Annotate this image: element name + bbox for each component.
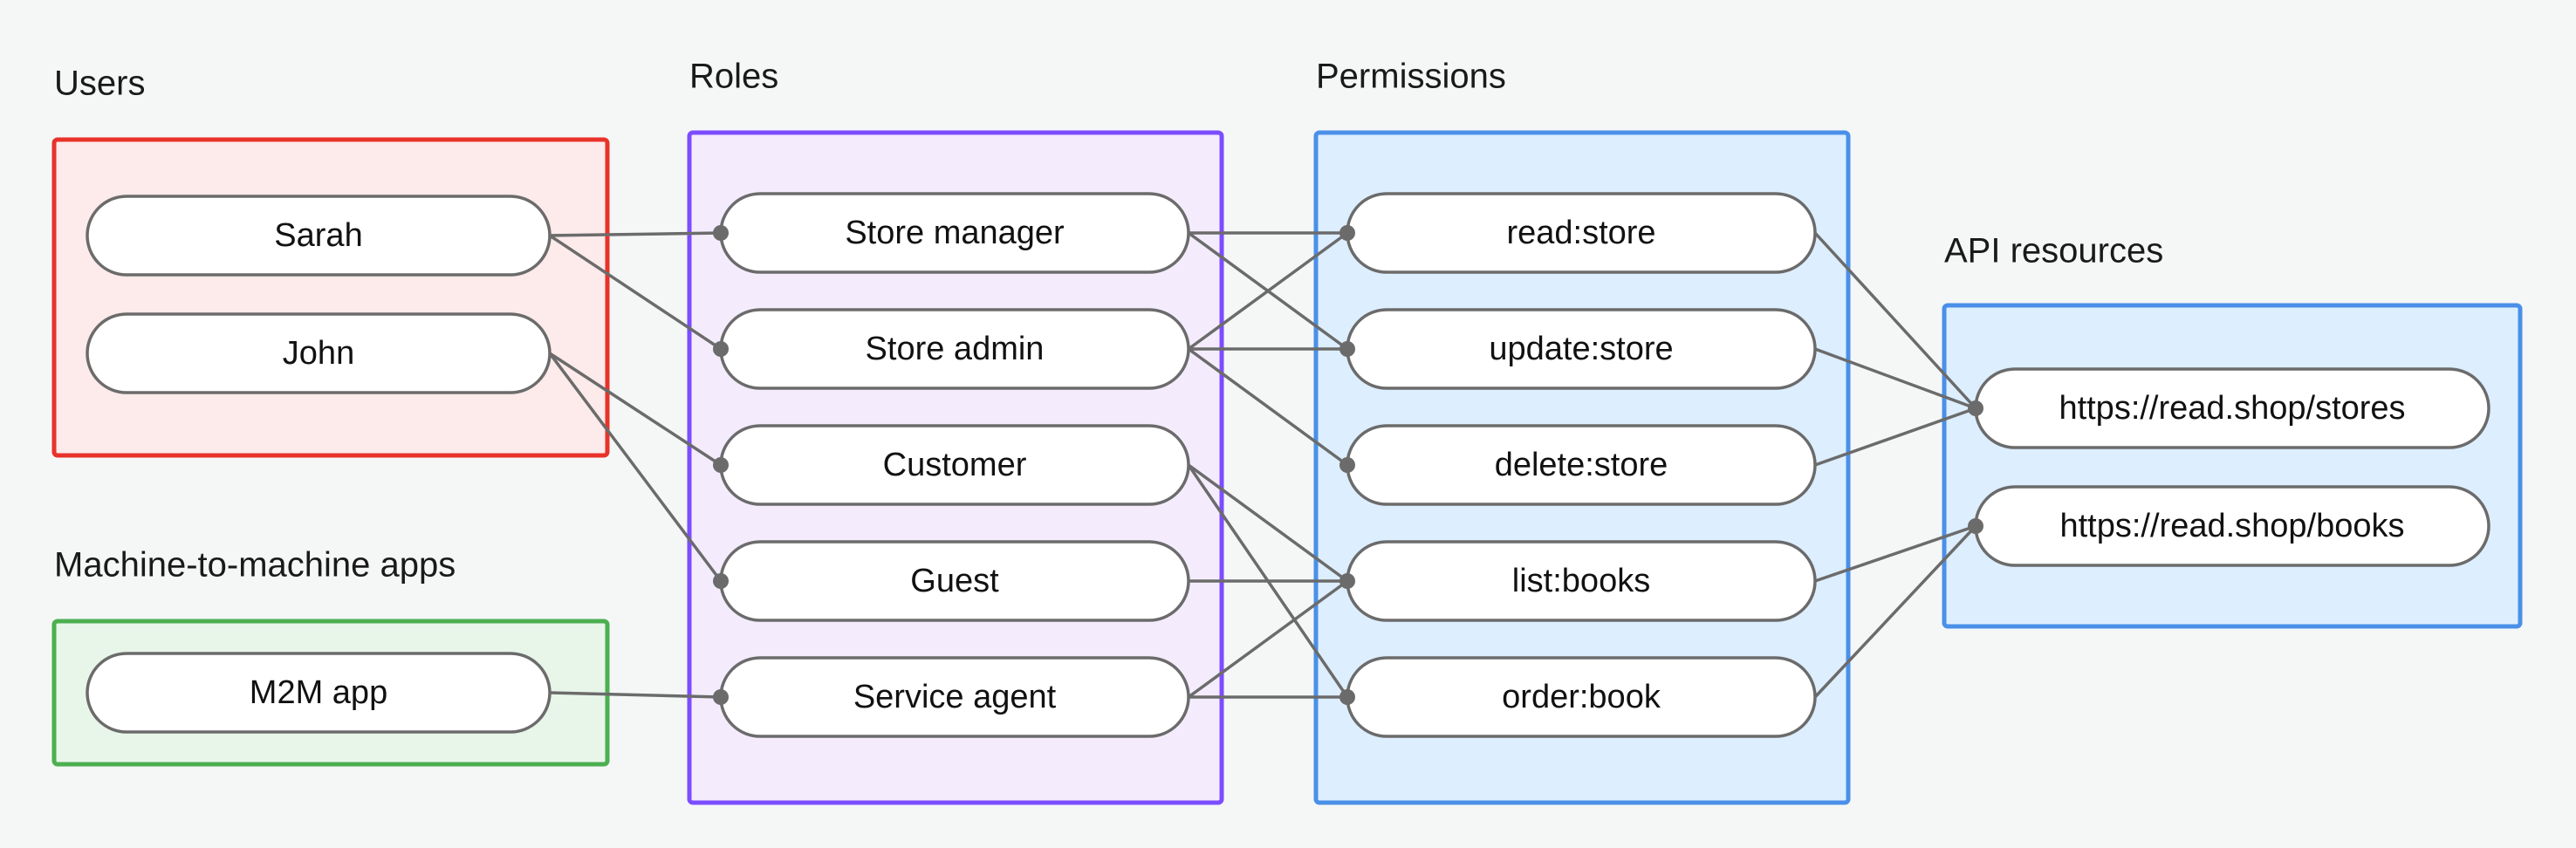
- edge-update_store-to-res_stores: [1814, 347, 1977, 410]
- group-title-m2m: Machine-to-machine apps: [54, 546, 456, 585]
- group-title-users: Users: [54, 65, 145, 103]
- group-title-permissions: Permissions: [1316, 58, 1506, 96]
- edge-m2mapp-to-service_agent: [549, 691, 722, 699]
- node-label-guest: Guest: [910, 563, 999, 599]
- node-label-read_store: read:store: [1506, 215, 1655, 251]
- endpoint-dot-service_agent: [713, 689, 729, 705]
- endpoint-dot-res_stores: [1968, 400, 1983, 416]
- node-label-list_books: list:books: [1512, 563, 1650, 599]
- edge-sarah-to-store_manager: [549, 231, 722, 237]
- edge-list_books-to-res_books: [1814, 524, 1977, 583]
- edge-sarah-to-store_admin: [549, 234, 722, 351]
- edge-read_store-to-res_stores: [1813, 231, 1977, 410]
- endpoints-layer: [713, 225, 1983, 705]
- edge-john-to-customer: [549, 352, 722, 467]
- edge-service_agent-to-list_books: [1187, 579, 1349, 699]
- node-label-order_book: order:book: [1502, 679, 1661, 715]
- endpoint-dot-store_admin: [713, 341, 729, 357]
- edge-store_admin-to-delete_store: [1187, 347, 1349, 467]
- node-label-customer: Customer: [883, 447, 1027, 483]
- edges-layer: [548, 231, 1977, 699]
- node-label-john: John: [283, 335, 354, 372]
- edge-john-to-guest: [548, 352, 723, 583]
- endpoint-dot-guest: [713, 573, 729, 589]
- edge-store_admin-to-read_store: [1187, 231, 1349, 351]
- node-label-m2mapp: M2M app: [250, 674, 387, 711]
- node-label-res_books: https://read.shop/books: [2059, 508, 2404, 544]
- group-box-users: [51, 137, 610, 458]
- endpoint-dot-customer: [713, 457, 729, 473]
- node-label-update_store: update:store: [1489, 331, 1673, 367]
- node-label-res_stores: https://read.shop/stores: [2059, 390, 2405, 427]
- edge-order_book-to-res_books: [1813, 524, 1977, 699]
- endpoint-dot-read_store: [1339, 225, 1355, 241]
- node-label-delete_store: delete:store: [1495, 447, 1668, 483]
- node-label-sarah: Sarah: [274, 217, 362, 254]
- endpoint-dot-list_books: [1339, 573, 1355, 589]
- endpoint-dot-update_store: [1339, 341, 1355, 357]
- node-sarah[interactable]: [86, 195, 552, 277]
- edge-delete_store-to-res_stores: [1814, 407, 1977, 467]
- node-m2mapp[interactable]: [86, 652, 552, 734]
- edge-customer-to-list_books: [1187, 463, 1349, 583]
- endpoint-dot-delete_store: [1339, 457, 1355, 473]
- node-label-service_agent: Service agent: [853, 679, 1057, 715]
- group-box-api_resources: [1942, 303, 2523, 629]
- endpoint-dot-store_manager: [713, 225, 729, 241]
- node-label-store_manager: Store manager: [845, 215, 1065, 251]
- node-john[interactable]: [86, 312, 552, 394]
- endpoint-dot-res_books: [1968, 518, 1983, 534]
- group-title-api_resources: API resources: [1944, 232, 2163, 270]
- node-label-store_admin: Store admin: [866, 331, 1045, 367]
- endpoint-dot-order_book: [1339, 689, 1355, 705]
- group-title-roles: Roles: [689, 58, 778, 96]
